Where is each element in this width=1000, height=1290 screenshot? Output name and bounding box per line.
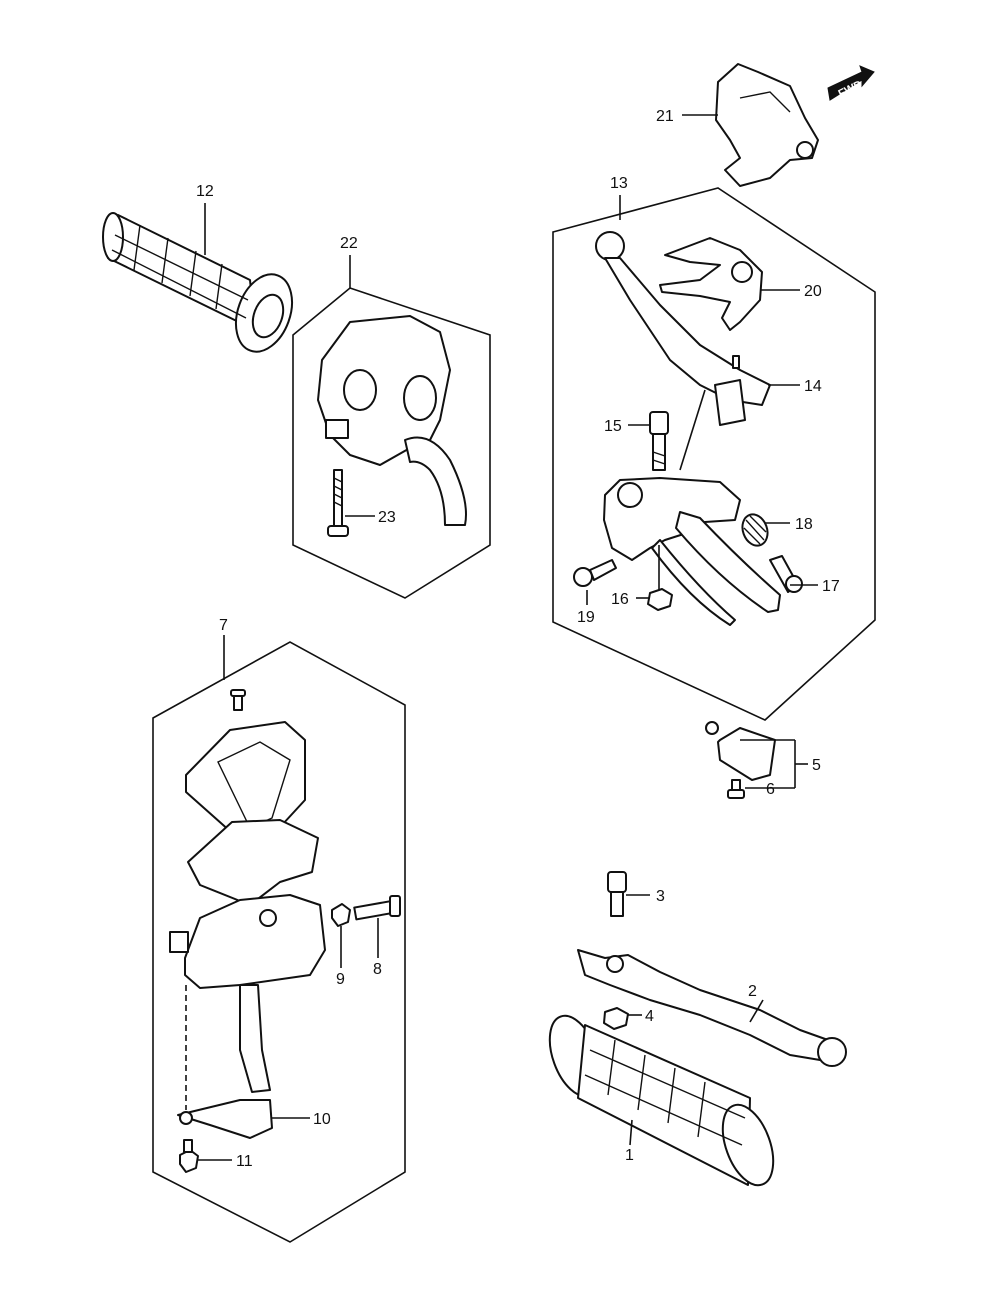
brake-lever-part-icon [577,949,847,1067]
switch-5-part-icon [705,721,776,781]
callout-20: 20 [804,283,822,300]
clutch-lever-part-icon [595,231,771,426]
callout-14: 14 [804,378,822,395]
switch-housing-part-icon [317,315,467,526]
callout-22: 22 [340,235,358,252]
callout-4: 4 [645,1008,654,1025]
callout-19: 19 [577,609,595,626]
callout-12: 12 [196,183,214,200]
left-grip-part-icon [102,212,294,353]
callout-17: 17 [822,578,840,595]
callout-23: 23 [378,509,396,526]
callout-6: 6 [766,781,775,798]
screw-8-part-icon [353,895,401,921]
callout-11: 11 [236,1153,253,1170]
callout-5: 5 [812,757,821,774]
callout-2: 2 [748,983,757,1000]
screw-17-part-icon [769,555,803,593]
callout-10: 10 [313,1111,331,1128]
adjuster-part-icon [741,513,769,547]
callout-15: 15 [604,418,622,435]
plate-10-part-icon [177,1099,273,1139]
throttle-case-part-icon [169,894,326,1093]
nut-9-part-icon [331,903,351,927]
bolt-11-part-icon [179,1139,199,1173]
leader-lines [185,114,818,1161]
screw-23-part-icon [327,469,349,537]
callout-3: 3 [656,888,665,905]
nut-4-part-icon [603,1007,629,1030]
right-grip-part-icon [548,1014,775,1187]
nut-16-part-icon [647,588,673,611]
callout-labels: 21 12 13 22 20 14 15 23 18 17 16 19 7 5 … [196,108,840,1170]
lever-holder-part-icon [603,477,781,626]
callout-13: 13 [610,175,628,192]
callout-16: 16 [611,591,629,608]
screw-6-part-icon [727,779,745,799]
bracket-part-icon [659,237,763,331]
callout-21: 21 [656,108,674,125]
callout-1: 1 [625,1147,634,1164]
pivot-bolt-part-icon [649,411,669,471]
bolt-19-part-icon [573,559,617,587]
throttle-gasket-part-icon [187,819,319,906]
callout-8: 8 [373,961,382,978]
throttle-screw-part-icon [230,689,246,711]
callout-9: 9 [336,971,345,988]
callout-18: 18 [795,516,813,533]
housing-cover-part-icon [715,63,819,187]
pivot-bolt-3-part-icon [607,871,627,917]
fwd-arrow-icon: FWD [827,65,875,101]
assembly-box-7 [152,641,406,1243]
callout-7: 7 [219,617,228,634]
throttle-cover-part-icon [185,721,306,841]
assembly-box-13 [552,187,876,721]
